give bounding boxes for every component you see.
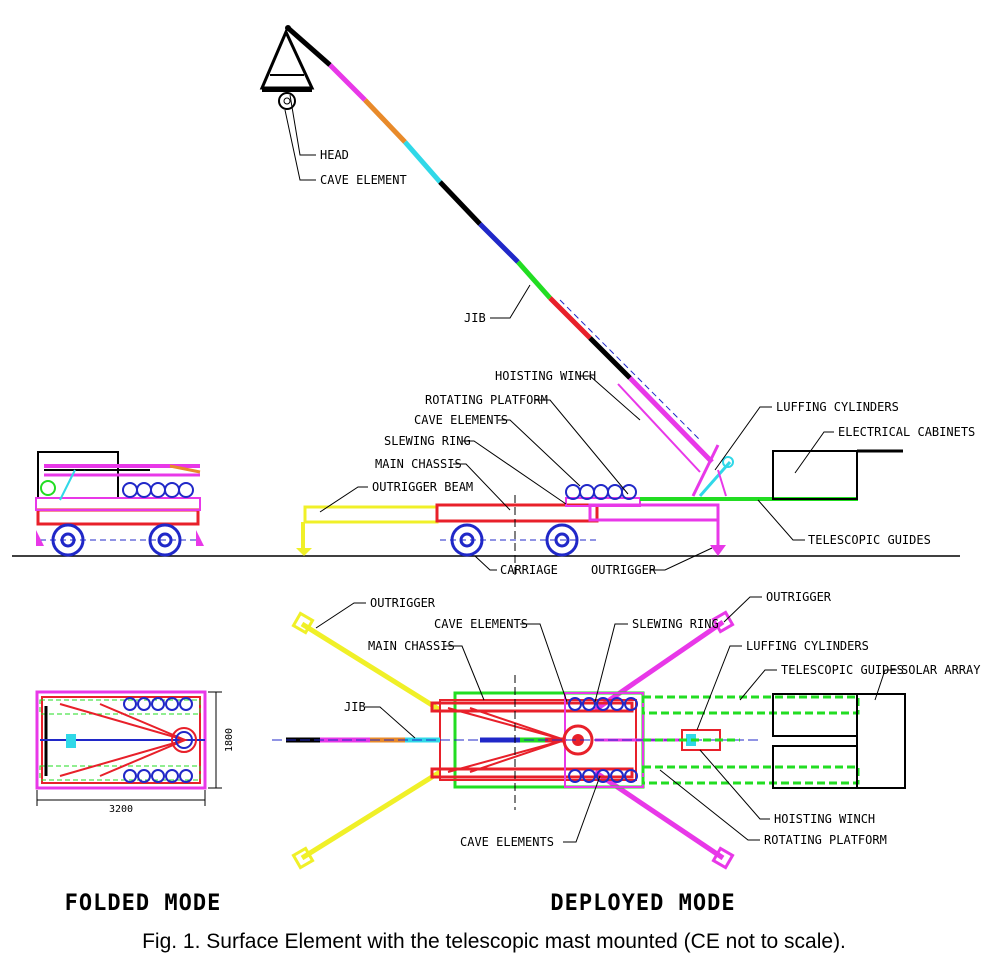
cave-element-head [278, 92, 296, 110]
label-outrigger-plan-right: OUTRIGGER [766, 590, 832, 604]
label-main-chassis-plan: MAIN CHASSIS [368, 639, 455, 653]
label-telescopic-guides: TELESCOPIC GUIDES [808, 533, 931, 547]
deployed-mode-title: DEPLOYED MODE [550, 891, 735, 916]
jib [286, 26, 714, 473]
luffing-cylinder [691, 444, 720, 497]
labels [284, 94, 897, 843]
folded-side-view [35, 451, 204, 557]
label-rotating-platform: ROTATING PLATFORM [425, 393, 548, 407]
label-telescopic-guides-plan: TELESCOPIC GUIDES [781, 663, 904, 677]
label-electrical-cabinets: ELECTRICAL CABINETS [838, 425, 975, 439]
dimension-width: 1800 [224, 728, 235, 752]
deployed-side-view [296, 444, 903, 575]
dimension-length: 3200 [109, 804, 133, 815]
label-solar-array: SOLAR ARRAY [901, 663, 981, 677]
label-cave-element: CAVE ELEMENT [320, 173, 407, 187]
figure-caption: Fig. 1. Surface Element with the telesco… [142, 930, 846, 953]
label-hoisting-winch: HOISTING WINCH [495, 369, 596, 383]
label-jib: JIB [464, 311, 486, 325]
label-text: HEAD CAVE ELEMENT JIB HOISTING WINCH ROT… [65, 148, 982, 916]
side-view [12, 25, 960, 575]
label-outrigger-plan-left: OUTRIGGER [370, 596, 436, 610]
label-slewing-ring: SLEWING RING [384, 434, 471, 448]
cave-elements-side [565, 484, 637, 500]
label-head: HEAD [320, 148, 349, 162]
electrical-cabinet [772, 450, 858, 500]
label-outrigger-beam: OUTRIGGER BEAM [372, 480, 473, 494]
label-jib-plan: JIB [344, 700, 366, 714]
label-luffing-cylinders: LUFFING CYLINDERS [776, 400, 899, 414]
head [259, 25, 315, 110]
main-chassis [435, 503, 599, 523]
label-hoisting-winch-plan: HOISTING WINCH [774, 812, 875, 826]
label-cave-elements: CAVE ELEMENTS [414, 413, 508, 427]
folded-mode-title: FOLDED MODE [65, 891, 222, 916]
label-cave-elements-plan-top: CAVE ELEMENTS [434, 617, 528, 631]
folded-plan-view: 3200 1800 [35, 690, 235, 815]
label-main-chassis: MAIN CHASSIS [375, 457, 462, 471]
label-carriage: CARRIAGE [500, 563, 558, 577]
solar-array [856, 693, 906, 789]
label-cave-elements-plan-bottom: CAVE ELEMENTS [460, 835, 554, 849]
label-rotating-platform-plan: ROTATING PLATFORM [764, 833, 887, 847]
label-outrigger: OUTRIGGER [591, 563, 657, 577]
label-slewing-ring-plan: SLEWING RING [632, 617, 719, 631]
deployed-plan-view [272, 610, 906, 870]
label-luffing-cylinders-plan: LUFFING CYLINDERS [746, 639, 869, 653]
plan-view: 3200 1800 [35, 610, 906, 870]
